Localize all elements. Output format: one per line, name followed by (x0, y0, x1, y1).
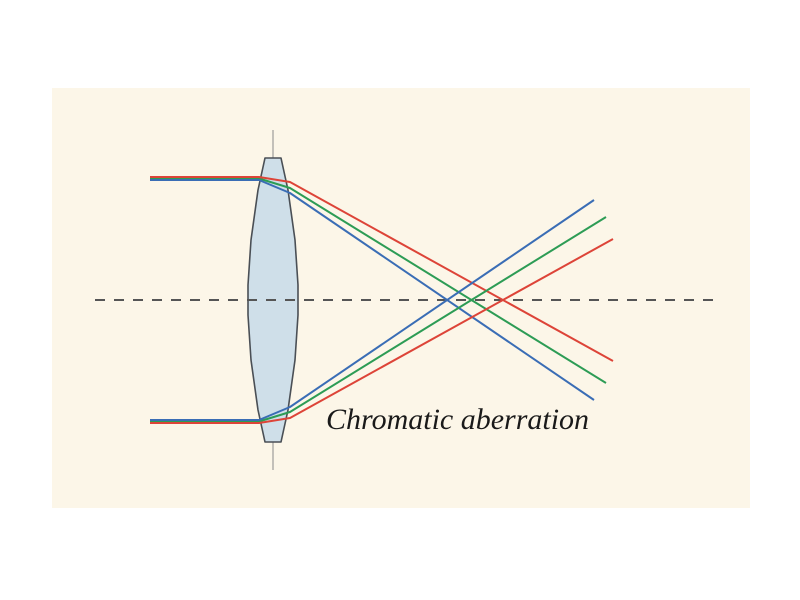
ray-bottom-blue (150, 199, 595, 421)
ray-bottom-green (150, 216, 607, 423)
diagram-caption: Chromatic aberration (326, 403, 590, 436)
panel-background (52, 88, 750, 508)
ray-top-green (150, 177, 607, 384)
ray-top-blue (150, 179, 595, 401)
ray-top-red (150, 176, 614, 362)
ray-bottom-red (150, 238, 614, 424)
